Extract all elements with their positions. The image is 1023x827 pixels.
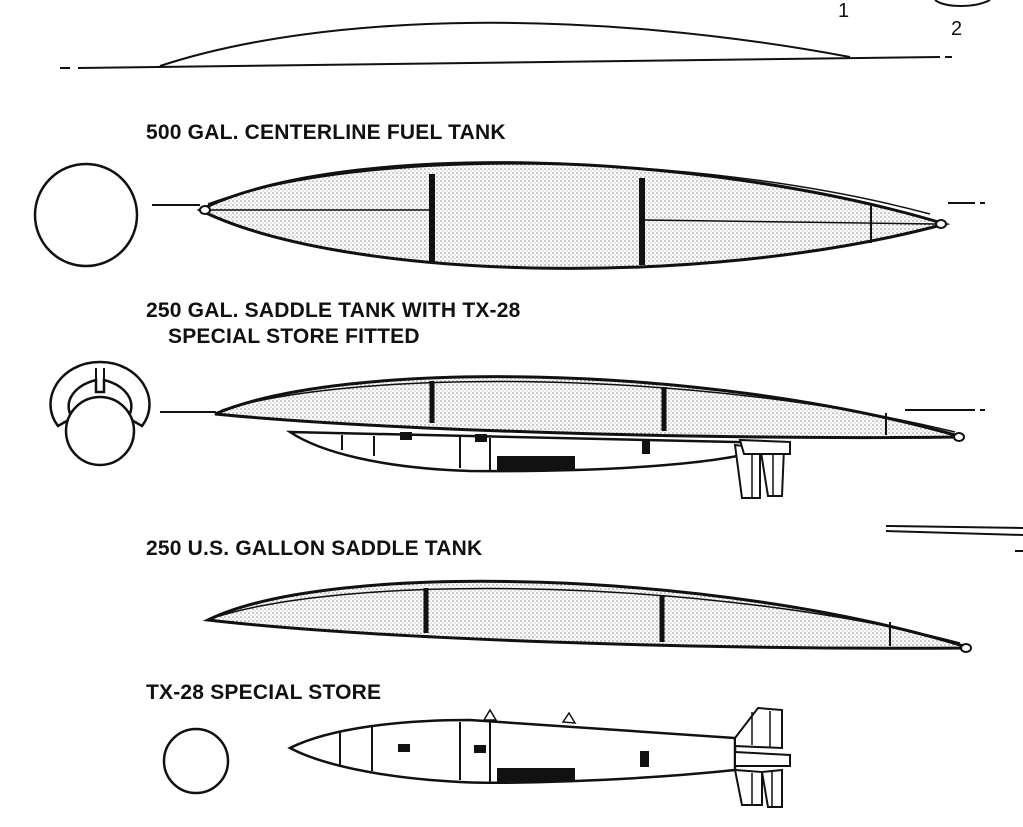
saddle-tx28-side-view bbox=[160, 375, 985, 499]
saddle-tank-side-view bbox=[202, 579, 972, 653]
callout-1: 1 bbox=[838, 0, 850, 22]
centerline-tank-end-view bbox=[33, 162, 139, 268]
label-tx28-store: TX-28 SPECIAL STORE bbox=[146, 681, 382, 704]
fuselage-outline bbox=[60, 0, 991, 69]
centerline-tank-side-view bbox=[152, 161, 985, 270]
tx28-side-view bbox=[287, 706, 791, 808]
callout-2: 2 bbox=[951, 18, 963, 40]
label-centerline-tank: 500 GAL. CENTERLINE FUEL TANK bbox=[146, 121, 506, 144]
saddle-tx28-end-view bbox=[49, 360, 151, 467]
label-saddle-tank: 250 U.S. GALLON SADDLE TANK bbox=[146, 537, 483, 560]
tx28-end-view bbox=[162, 727, 230, 795]
label-saddle-tx28-line2: SPECIAL STORE FITTED bbox=[168, 325, 420, 348]
label-saddle-tx28-line1: 250 GAL. SADDLE TANK WITH TX-28 bbox=[146, 299, 521, 322]
wing-fragment bbox=[885, 525, 1023, 552]
